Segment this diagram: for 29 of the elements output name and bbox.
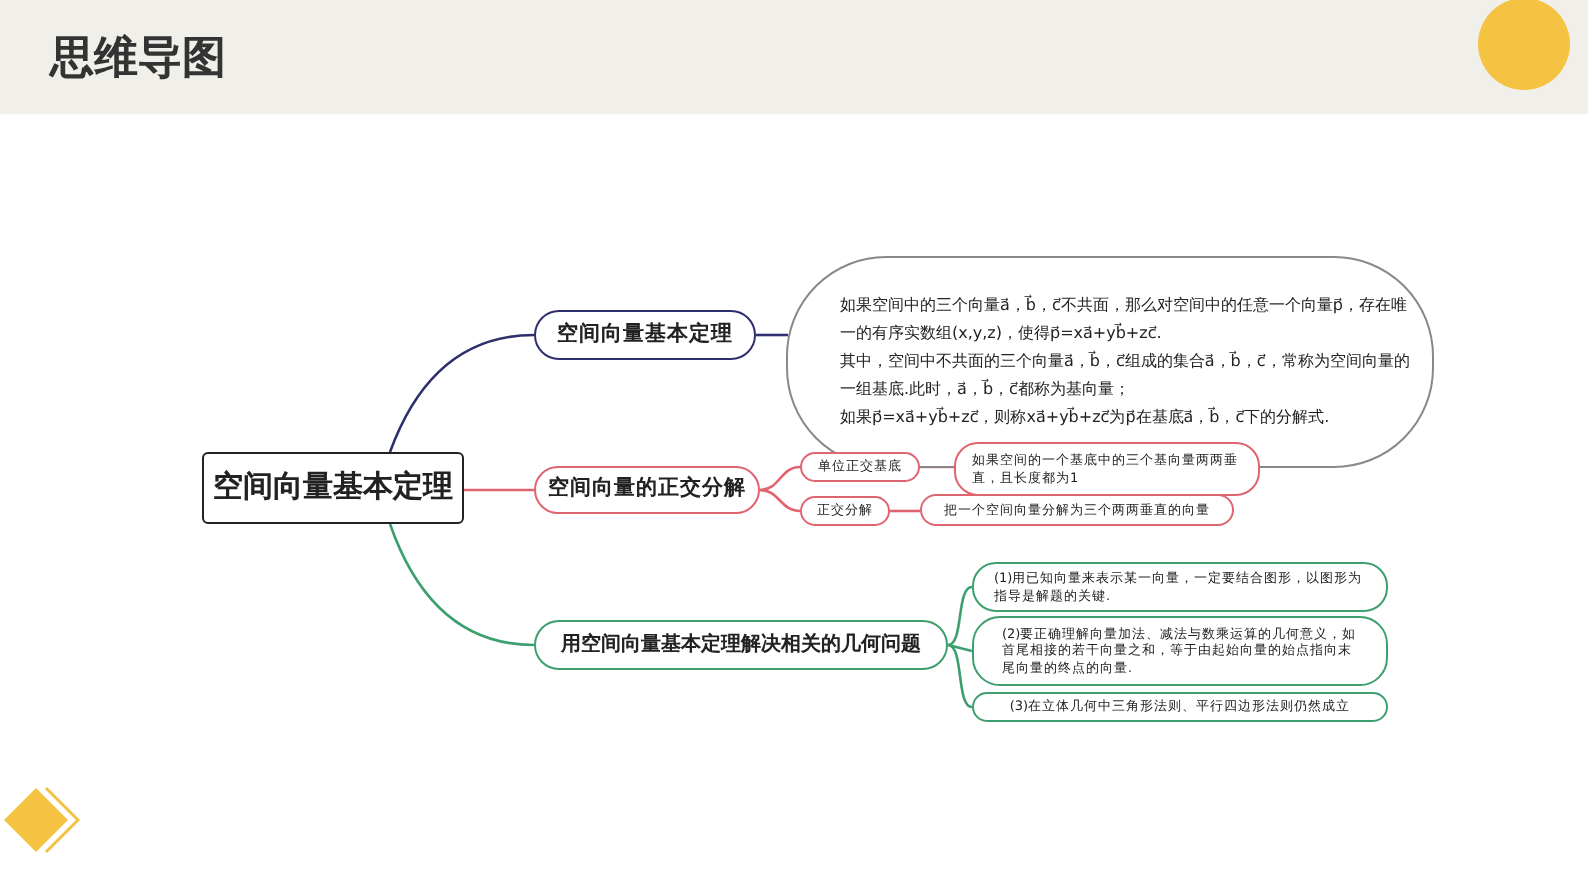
connector-line: [388, 523, 535, 647]
connector-line: [759, 465, 801, 492]
connector-line: [756, 333, 788, 337]
text-bubble: [972, 692, 1388, 722]
node-text: 空间向量基本定理: [557, 321, 733, 349]
branch-pill: [534, 466, 760, 514]
node-text: 用空间向量基本定理解决相关的几何问题: [561, 631, 921, 659]
subtopic-pill: [800, 452, 920, 482]
text-bubble: [954, 442, 1260, 496]
text-bubble: [972, 616, 1388, 686]
topic-box: [202, 452, 464, 524]
connector-line: [890, 509, 920, 513]
connector-line: [947, 643, 973, 653]
connector-line: [388, 333, 535, 453]
branch-pill: [534, 620, 948, 670]
connector-line: [759, 488, 801, 513]
node-text: 如果空间中的三个向量a⃗，b⃗，c⃗不共面，那么对空间中的任意一个向量p⃗，存在唯一的有序实数组(x,y,z)，使得p⃗=xa⃗+yb⃗+zc⃗.: [840, 292, 1409, 346]
node-text: 空间向量基本定理: [213, 468, 453, 508]
node-text: 空间向量的正交分解: [548, 476, 746, 504]
connector-line: [947, 643, 973, 709]
node-text: 如果p⃗=xa⃗+yb⃗+zc⃗，则称xa⃗+yb⃗+zc⃗为p⃗在基底a⃗，b⃗，c⃗下的分解式.: [840, 404, 1330, 430]
text-bubble: [920, 494, 1234, 526]
page-title: 思维导图: [50, 32, 226, 88]
connector-line: [464, 488, 534, 492]
connector-line: [947, 585, 973, 647]
branch-pill: [534, 310, 756, 360]
text-bubble: [972, 562, 1388, 612]
subtopic-pill: [800, 496, 890, 526]
node-text: 其中，空间中不共面的三个向量a⃗，b⃗，c⃗组成的集合a⃗，b⃗，c⃗，常称为空间向量的一组基底.此时，a⃗，b⃗，c⃗都称为基向量；: [840, 348, 1412, 402]
